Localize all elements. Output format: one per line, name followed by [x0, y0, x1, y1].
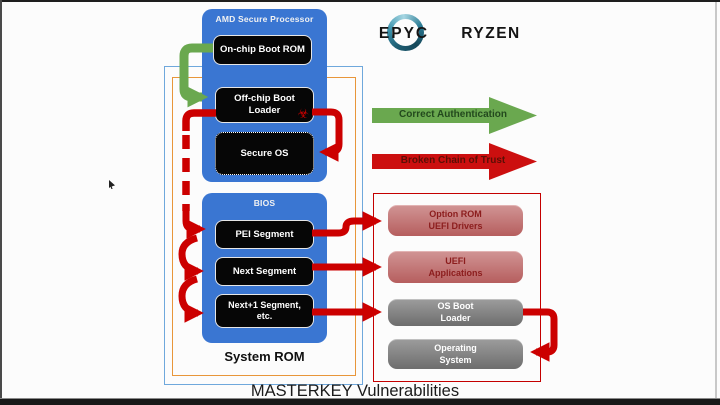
- vulnerable-components-outline: [373, 193, 541, 382]
- pei-segment-box: PEI Segment: [215, 220, 314, 249]
- os-boot-loader-box: OS Boot Loader: [388, 299, 523, 326]
- screen-edge-left: [0, 0, 2, 405]
- broken-chain-label: Broken Chain of Trust: [400, 155, 506, 166]
- ryzen-logo-ring: [469, 12, 510, 53]
- next-plus-one-segment-box: Next+1 Segment, etc.: [215, 294, 314, 328]
- epyc-ring-hole: [392, 19, 419, 46]
- secure-os-box: Secure OS: [215, 132, 314, 175]
- operating-system-box: Operating System: [388, 339, 523, 369]
- slide-caption: MASTERKEY Vulnerabilities: [250, 382, 460, 400]
- screen-edge-right: [715, 2, 717, 399]
- option-rom-uefi-drivers-box: Option ROM UEFI Drivers: [388, 205, 523, 236]
- ryzen-logo-text: RYZEN: [461, 25, 521, 42]
- ryzen-ring-hole: [474, 17, 505, 48]
- epyc-logo-ring: [387, 14, 424, 51]
- on-chip-boot-rom-box: On-chip Boot ROM: [213, 35, 312, 65]
- off-chip-boot-loader-box: Off-chip Boot Loader ☣: [215, 87, 314, 123]
- next-segment-box: Next Segment: [215, 257, 314, 286]
- screen-edge-bottom: [0, 398, 720, 405]
- biohazard-icon: ☣: [297, 105, 309, 121]
- off-chip-boot-loader-label: Off-chip Boot Loader: [234, 93, 295, 116]
- uefi-applications-box: UEFI Applications: [388, 251, 523, 283]
- mouse-cursor: [109, 180, 115, 189]
- bios-title: BIOS: [253, 198, 276, 208]
- amd-secure-processor-title: AMD Secure Processor: [215, 14, 314, 24]
- correct-authentication-label: Correct Authentication: [399, 109, 507, 120]
- screen-edge-top: [0, 0, 720, 2]
- system-rom-label: System ROM: [224, 349, 305, 364]
- epyc-logo-text: EPYC: [378, 25, 430, 42]
